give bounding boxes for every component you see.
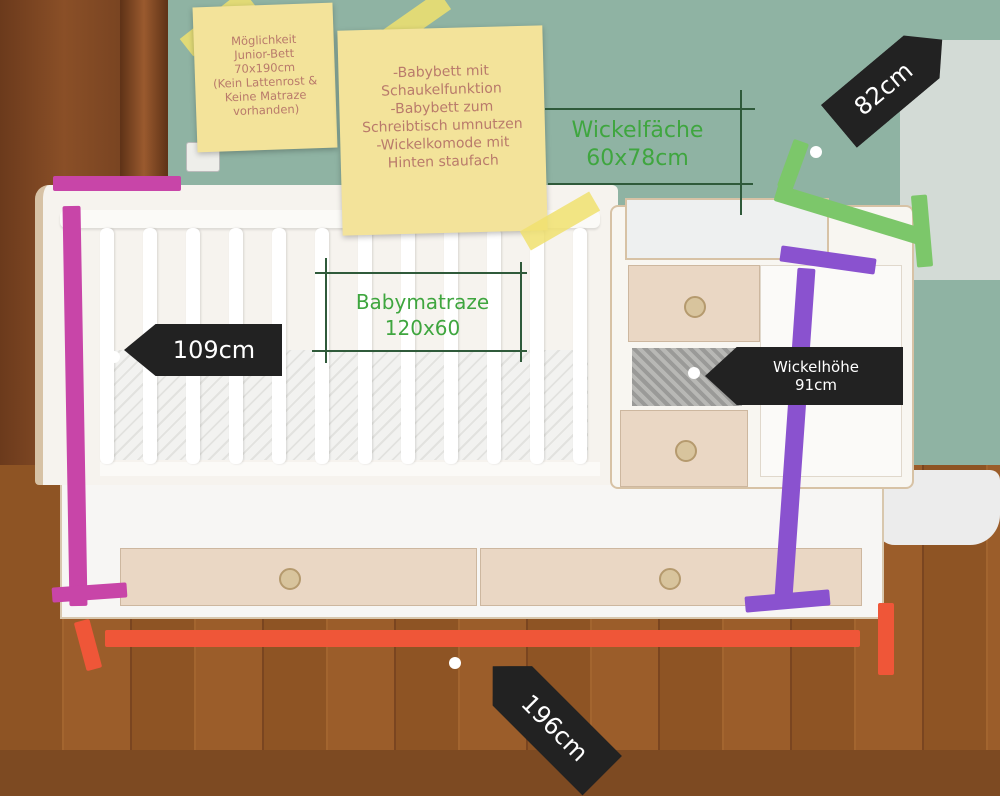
crib-slat [487, 228, 501, 464]
crib-slat [530, 228, 544, 464]
drawer-knob [279, 568, 301, 590]
frame-line [312, 350, 527, 352]
crib-slat [100, 228, 114, 464]
height-tag: 109cm [124, 324, 282, 376]
width-bar-end [878, 603, 894, 675]
label-line: 120x60 [384, 316, 461, 340]
crib-bottom-rail [100, 462, 600, 476]
frame-line [315, 272, 527, 274]
changing-height-tag: Wickelhöhe 91cm [705, 347, 903, 405]
frame-line [520, 262, 522, 362]
label-line: Wickelfäche [571, 118, 704, 143]
crib-slat [358, 228, 372, 464]
drawer-knob [684, 296, 706, 318]
note-features: -Babybett mit Schaukelfunktion -Babybett… [337, 25, 548, 236]
crib-slat [401, 228, 415, 464]
tag-dot [688, 367, 700, 379]
label-line: Babymatraze [355, 290, 490, 314]
changing-height-value: 91cm [795, 376, 837, 394]
drawer-knob [675, 440, 697, 462]
frame-line [325, 258, 327, 363]
crib-slat [444, 228, 458, 464]
tag-dot [810, 146, 822, 158]
mattress-label: Babymatraze 120x60 [330, 289, 515, 341]
tag-dot [108, 351, 120, 363]
label-line: 60x78cm [586, 146, 689, 171]
frame-line [548, 183, 753, 185]
width-bar [105, 630, 860, 647]
crib-slat [573, 228, 587, 464]
tag-dot [449, 657, 461, 669]
frame-line [740, 90, 742, 215]
height-value: 109cm [172, 336, 256, 364]
height-bar-top [53, 176, 181, 191]
note-junior-bed: Möglichkeit Junior-Bett 70x190cm (Kein L… [192, 2, 338, 153]
drawer-knob [659, 568, 681, 590]
frame-line [545, 108, 755, 110]
changing-height-label: Wickelhöhe [773, 358, 859, 376]
changing-area-label: Wickelfäche 60x78cm [555, 117, 720, 173]
